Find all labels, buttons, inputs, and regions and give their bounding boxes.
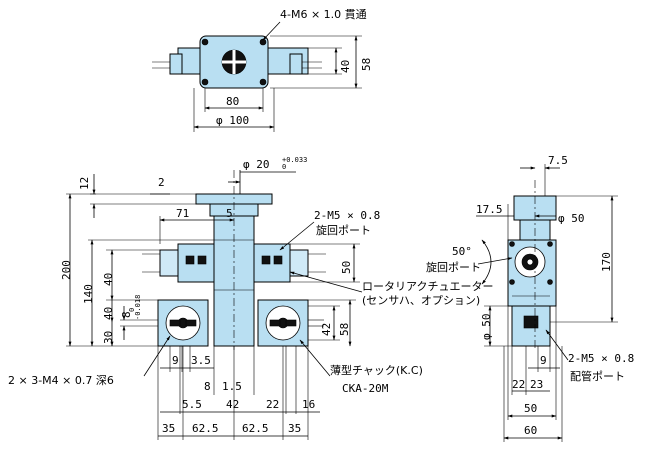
side-dim-170: 170	[600, 252, 613, 272]
dim-58-front: 58	[338, 323, 351, 336]
chuck-model: CKA-20M	[342, 382, 389, 395]
front-view: φ 20 +0.033 0 12 2 71 5 2-M5 × 0.8 旋回ポート…	[8, 156, 493, 440]
dim-5: 5	[226, 207, 233, 220]
dim-16: 16	[302, 398, 315, 411]
rotary-note: (センサハ、オプション)	[362, 294, 480, 307]
side-dim-phi50: φ 50	[558, 212, 585, 225]
side-dim-50deg: 50°	[452, 245, 472, 258]
dim-80: 80	[226, 95, 239, 108]
dim-71: 71	[176, 207, 189, 220]
port-label: 旋回ポート	[316, 223, 371, 237]
front-left-actuator	[177, 243, 215, 283]
side-m5-label: 2-M5 × 0.8	[568, 352, 634, 365]
top-view-left-block	[169, 53, 183, 75]
chuck-label: 薄型チャック(K.C)	[330, 363, 423, 377]
dim-50: 50	[340, 261, 353, 274]
top-view: 4-M6 × 1.0 貫通 40 58 80 φ 100	[152, 8, 373, 132]
dim-42: 42	[320, 323, 333, 336]
top-view-right-block	[289, 53, 303, 75]
dim-bottom-3: 35	[288, 422, 301, 435]
dim-12: 12	[78, 177, 91, 190]
dim-8-tol-b: -0.018	[134, 295, 142, 320]
side-dim-23: 23	[530, 378, 543, 391]
dim-40: 40	[339, 60, 352, 73]
dim-phi20: φ 20	[243, 158, 270, 171]
dim-1-5: 1.5	[222, 380, 242, 393]
side-dim-17-5: 17.5	[476, 203, 503, 216]
side-view: 7.5 17.5 φ 50 50° 旋回ポート 170 φ 50 9 2-M5 …	[426, 154, 634, 442]
dim-40b: 40	[102, 307, 115, 320]
dim-phi20-tol: +0.033	[282, 156, 307, 164]
dim-42b: 42	[226, 398, 239, 411]
side-dim-60: 60	[524, 424, 537, 437]
side-dim-22: 22	[512, 378, 525, 391]
side-dim-phi50b: φ 50	[480, 314, 493, 341]
side-dim-7-5: 7.5	[548, 154, 568, 167]
dim-8: 8	[120, 311, 133, 318]
dim-140: 140	[82, 284, 95, 304]
dim-8b: 8	[204, 380, 211, 393]
side-dim-50: 50	[524, 402, 537, 415]
dim-bottom-2: 62.5	[242, 422, 269, 435]
dim-22: 22	[266, 398, 279, 411]
dim-phi100: φ 100	[216, 114, 249, 127]
m5-label: 2-M5 × 0.8	[314, 209, 380, 222]
side-port-label: 旋回ポート	[426, 260, 481, 274]
dim-30: 30	[102, 331, 115, 344]
dim-2: 2	[158, 176, 165, 189]
thru-hole-label: 4-M6 × 1.0 貫通	[280, 8, 367, 21]
dim-bottom-0: 35	[162, 422, 175, 435]
dim-200: 200	[60, 260, 73, 280]
front-right-actuator	[253, 243, 291, 283]
dim-phi20-tol0: 0	[282, 163, 286, 171]
dim-3-5: 3.5	[191, 354, 211, 367]
dim-40a: 40	[102, 273, 115, 286]
dim-bottom-1: 62.5	[192, 422, 219, 435]
dim-5-5: 5.5	[182, 398, 202, 411]
side-dim-9: 9	[540, 354, 547, 367]
dim-8-tol-a: 0	[128, 308, 136, 312]
rotary-label: ロータリアクチュエーター	[362, 280, 493, 293]
dim-58: 58	[360, 58, 373, 71]
side-pipe-label: 配管ポート	[570, 369, 625, 383]
dim-9: 9	[172, 354, 179, 367]
m4-label: 2 × 3-M4 × 0.7 深6	[8, 374, 114, 387]
